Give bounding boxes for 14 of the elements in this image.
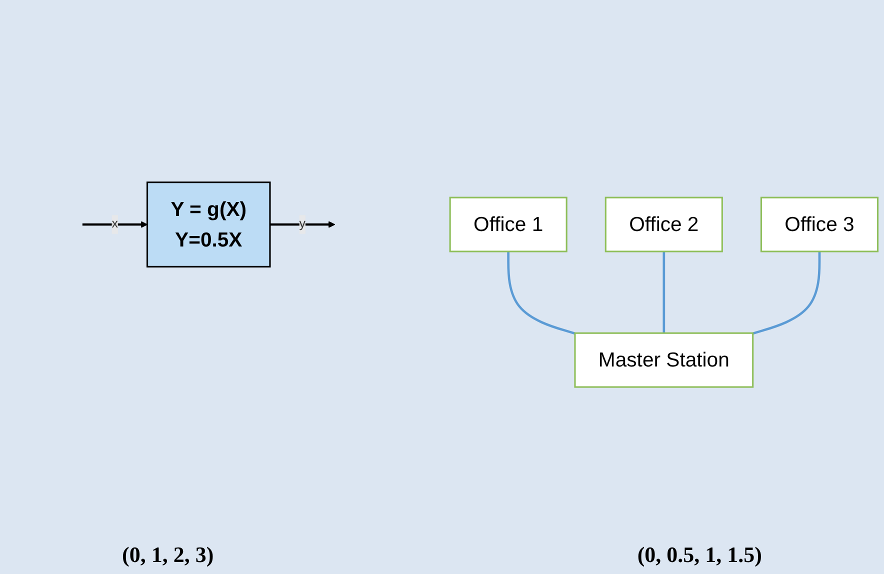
node-box: Office 3 — [760, 196, 879, 252]
node-box: Y = g(X) Y=0.5X — [146, 182, 271, 268]
value-list: (0, 1, 2, 3) — [122, 542, 214, 568]
edge-label: y — [299, 217, 306, 231]
arrow — [82, 221, 148, 228]
node-box: Office 1 — [449, 196, 568, 252]
node-box: Office 2 — [604, 196, 723, 252]
node-box: Master Station — [574, 332, 754, 388]
value-list: (0, 0.5, 1, 1.5) — [637, 542, 762, 568]
edge-label: x — [112, 217, 118, 231]
connector — [752, 251, 821, 335]
connector — [507, 251, 576, 335]
connector — [662, 251, 666, 334]
arrow — [270, 221, 336, 228]
